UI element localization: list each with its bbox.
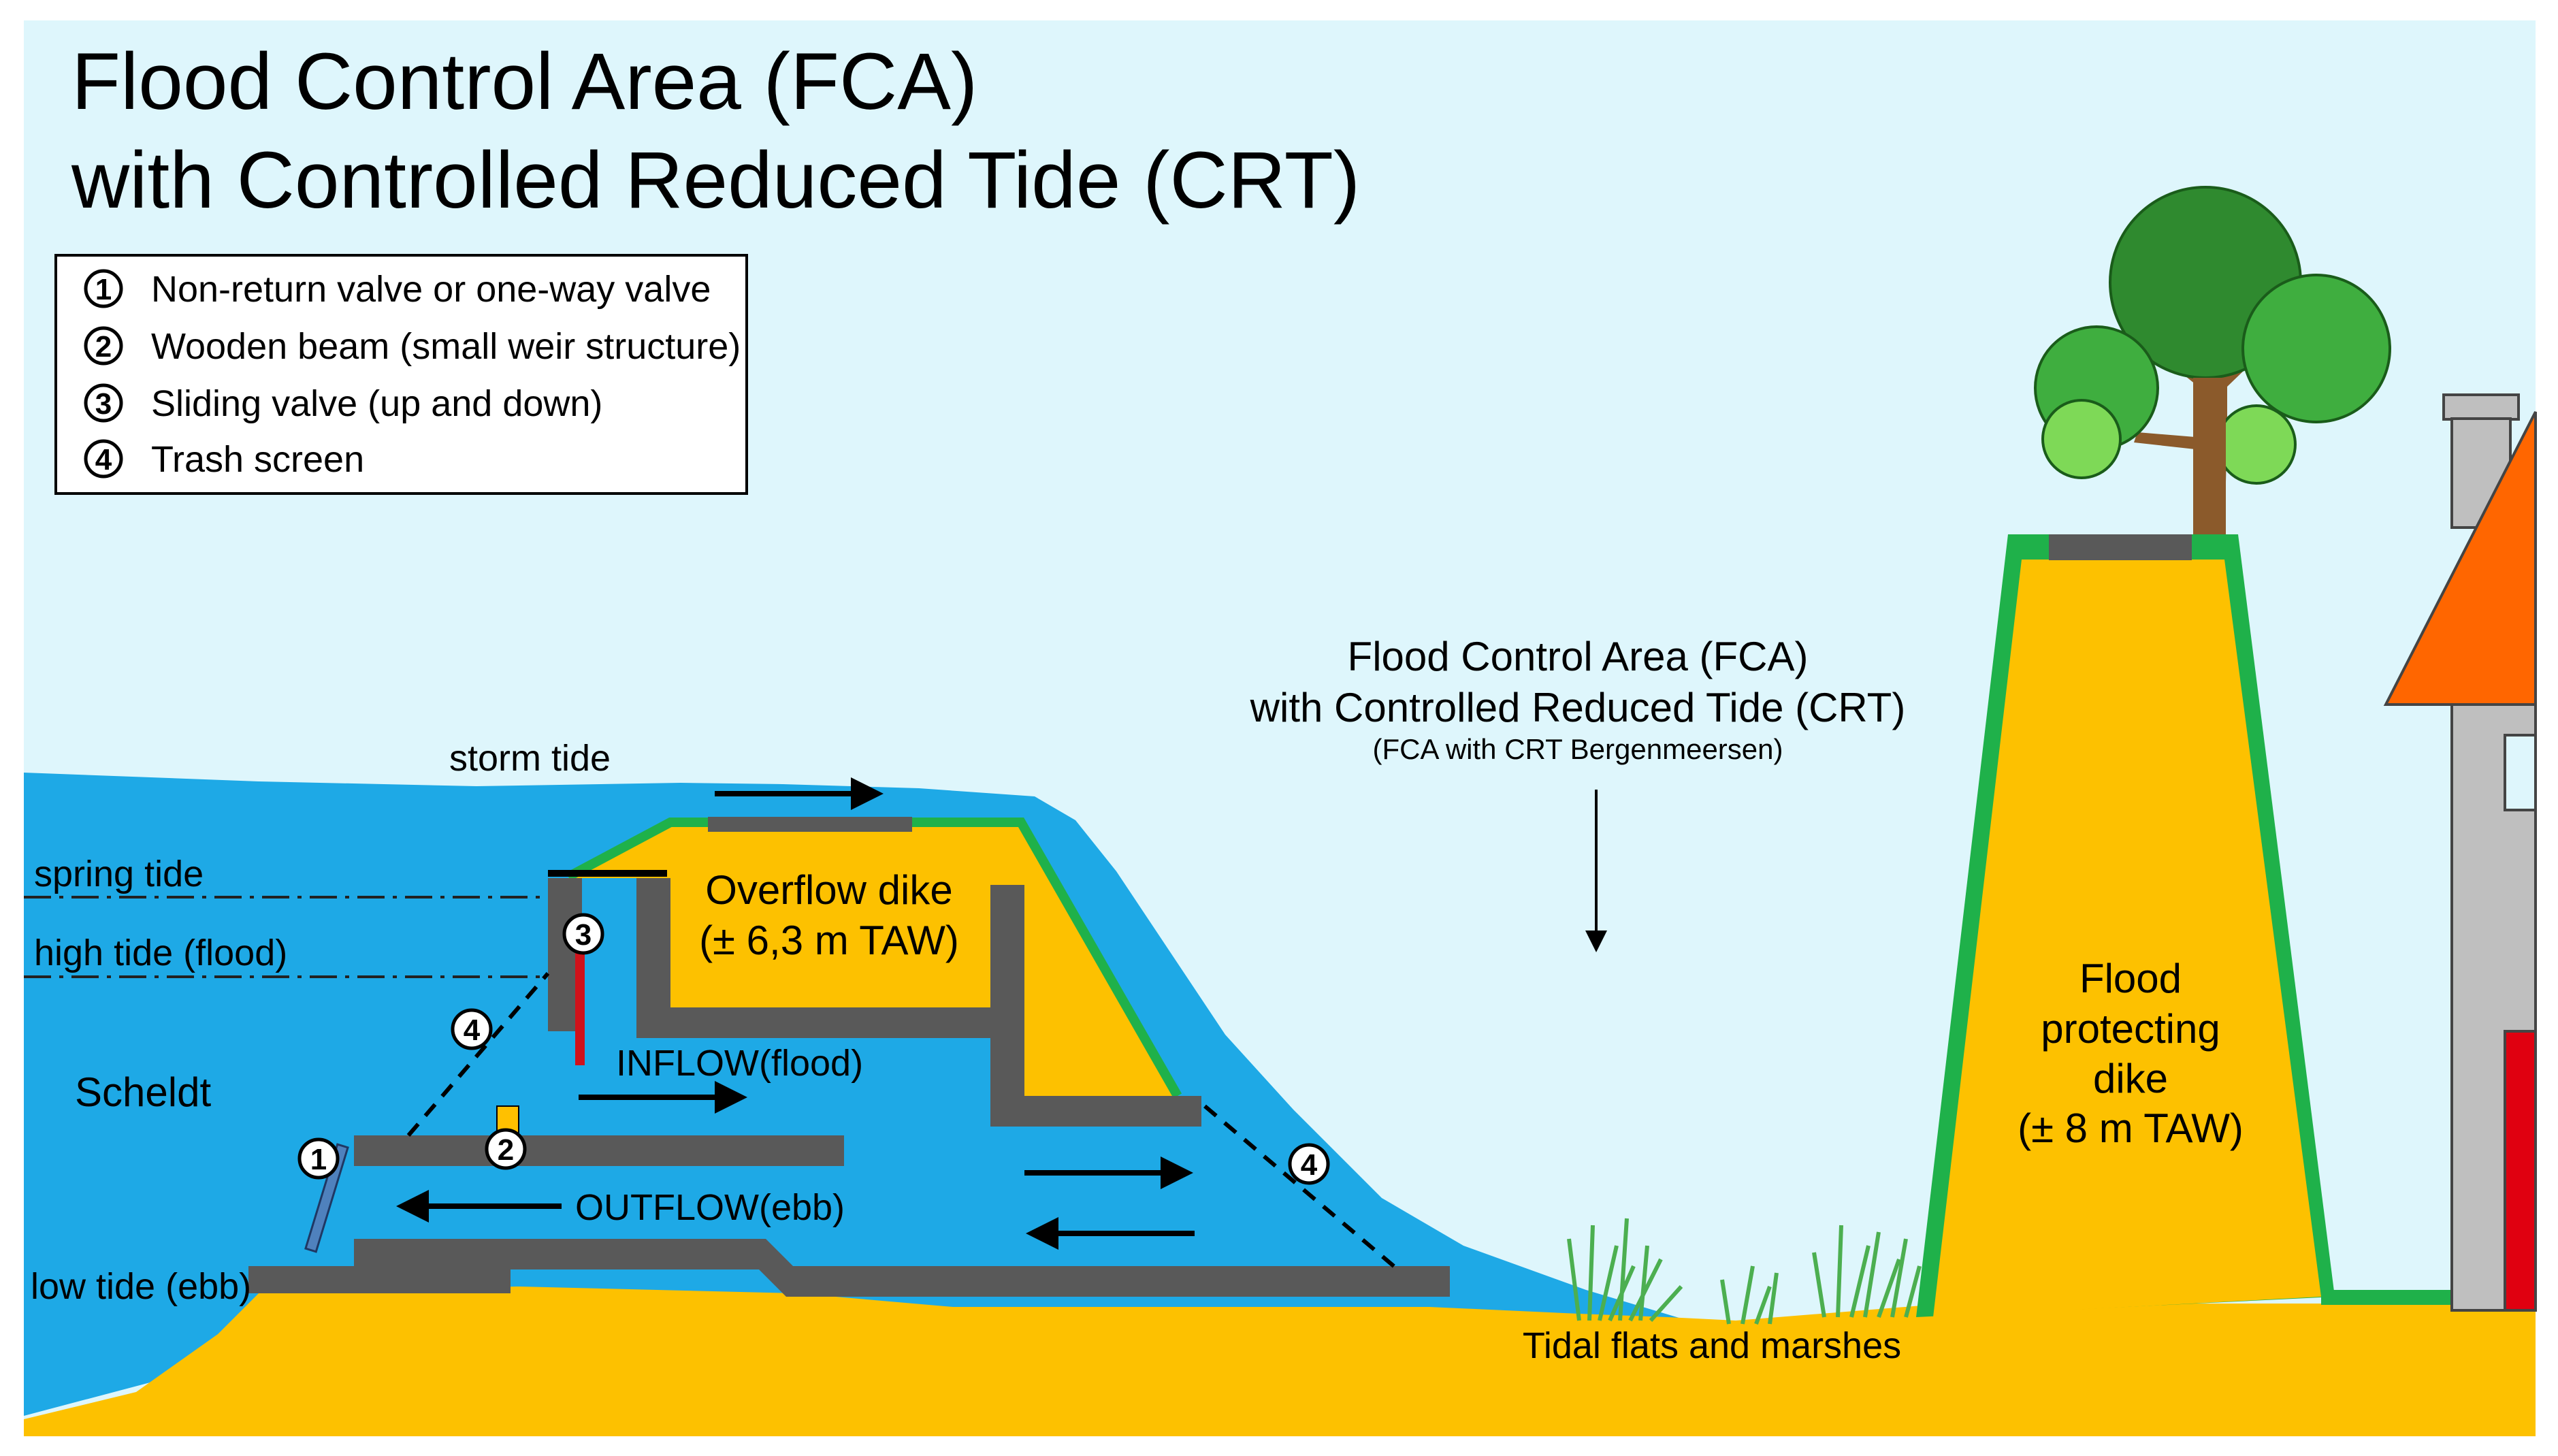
flood-dike-label-2: protecting (2041, 1006, 2220, 1052)
flood-dike-label-4: (± 8 m TAW) (2018, 1105, 2244, 1151)
dike-road (2049, 534, 2192, 560)
legend-number-badge (84, 326, 123, 366)
sluice-structure (248, 817, 1450, 1297)
overflow-dike-label: Overflow dike (705, 867, 952, 913)
legend-number: 4 (95, 443, 112, 476)
ground-sand (24, 1287, 2536, 1436)
fca-label-line1: Flood Control Area (FCA) (1348, 634, 1809, 679)
non-return-valve (304, 1143, 349, 1253)
marker-badge (562, 913, 604, 955)
marker-badge (451, 1008, 493, 1050)
house-roof (2383, 411, 2537, 706)
sliding-valve (575, 953, 585, 1065)
legend-box (54, 254, 748, 495)
inflow-label: INFLOW(flood) (616, 1043, 863, 1084)
legend-label: Wooden beam (small weir structure) (151, 326, 741, 367)
house-door (2504, 1030, 2537, 1312)
tree-crown-left-small (2041, 399, 2122, 479)
legend-number-badge (84, 439, 123, 479)
marker-4-right: 4 (1288, 1143, 1330, 1185)
legend: 1 Non-return valve or one-way valve 2 Wo… (54, 254, 748, 495)
marker-3: 3 (562, 913, 604, 955)
marker-1: 1 (297, 1137, 340, 1180)
legend-number: 2 (95, 330, 112, 363)
legend-item-2: 2 Wooden beam (small weir structure) (84, 326, 741, 367)
marker-number: 4 (464, 1014, 481, 1047)
marker-4-left: 4 (451, 1008, 493, 1050)
outflow-label: OUTFLOW(ebb) (575, 1187, 845, 1228)
marker-number: 1 (310, 1143, 327, 1176)
scheldt-label: Scheldt (75, 1069, 211, 1115)
legend-item-3: 3 Sliding valve (up and down) (84, 383, 602, 424)
house-window (2504, 734, 2537, 811)
legend-item-1: 1 Non-return valve or one-way valve (84, 269, 711, 310)
tree-crown-right-small (2216, 404, 2297, 485)
crest-bar (548, 870, 667, 877)
high-tide-label: high tide (flood) (34, 933, 287, 973)
spring-tide-label: spring tide (34, 854, 204, 894)
legend-label: Non-return valve or one-way valve (151, 269, 711, 310)
marker-2: 2 (485, 1128, 527, 1170)
storm-tide-label: storm tide (449, 738, 611, 779)
legend-number: 1 (95, 273, 112, 306)
marker-number: 4 (1301, 1148, 1318, 1182)
tree-trunk-overlay (2193, 378, 2226, 534)
trash-screen-right (1203, 1104, 1397, 1269)
dike-toe-grass (2321, 1290, 2457, 1305)
trash-screen-left (406, 972, 550, 1137)
fca-label-line2: with Controlled Reduced Tide (CRT) (1250, 685, 1906, 730)
tree-crown-right (2241, 274, 2391, 423)
chimney-cap (2442, 393, 2520, 421)
flood-dike-label-1: Flood (2079, 956, 2182, 1001)
legend-number-badge (84, 383, 123, 423)
legend-number-badge (84, 269, 123, 308)
marker-number: 3 (575, 918, 592, 952)
low-tide-label: low tide (ebb) (31, 1266, 251, 1307)
tree (2034, 186, 2391, 534)
tidal-flats-label: Tidal flats and marshes (1523, 1325, 1901, 1366)
marker-badge (485, 1128, 527, 1170)
legend-label: Trash screen (151, 439, 364, 480)
fca-label-line3: (FCA with CRT Bergenmeersen) (1373, 733, 1783, 765)
marsh-reeds (1567, 1218, 1922, 1325)
overflow-dike-body (568, 824, 1178, 1096)
marker-badge (1288, 1143, 1330, 1185)
legend-item-4: 4 Trash screen (84, 439, 364, 480)
flood-dike-label-3: dike (2093, 1056, 2168, 1101)
house (2383, 393, 2537, 1312)
marker-badge (297, 1137, 340, 1180)
legend-number: 3 (95, 387, 112, 421)
legend-label: Sliding valve (up and down) (151, 383, 602, 424)
overflow-dike-level: (± 6,3 m TAW) (699, 918, 959, 963)
flood-dike-body (1933, 560, 2321, 1317)
title-line1: Flood Control Area (FCA) (71, 37, 977, 127)
title-line2: with Controlled Reduced Tide (CRT) (71, 135, 1360, 225)
marker-number: 2 (498, 1133, 514, 1167)
